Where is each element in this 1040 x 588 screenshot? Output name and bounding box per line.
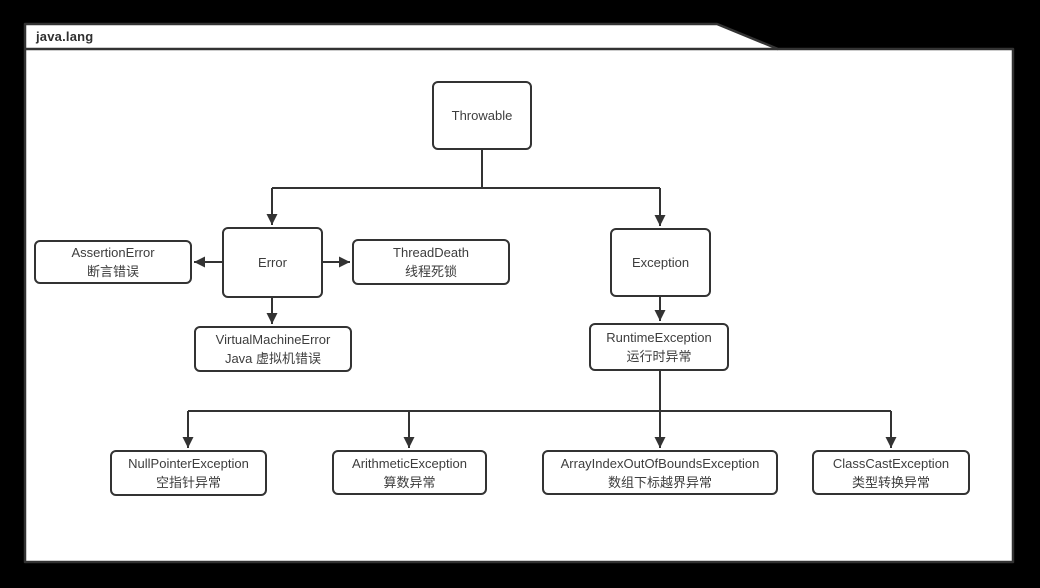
node-virtual-machine-error-sublabel: Java 虚拟机错误 [224, 351, 322, 366]
node-thread-death-sublabel: 线程死锁 [404, 264, 457, 279]
node-virtual-machine-error[interactable]: VirtualMachineError Java 虚拟机错误 [194, 326, 352, 372]
node-assertion-error-label: AssertionError [71, 245, 155, 260]
node-arithmetic-exception-label: ArithmeticException [352, 455, 467, 471]
node-array-index-out-of-bounds-exception-label: ArrayIndexOutOfBoundsException [560, 455, 760, 471]
node-runtime-exception-sublabel: 运行时异常 [626, 349, 692, 364]
node-class-cast-exception-label: ClassCastException [832, 455, 950, 471]
node-exception-label: Exception [631, 255, 690, 270]
node-virtual-machine-error-label: VirtualMachineError [215, 332, 331, 347]
node-arithmetic-exception-sublabel: 算数异常 [383, 474, 436, 490]
node-thread-death[interactable]: ThreadDeath 线程死锁 [352, 239, 510, 285]
node-arithmetic-exception[interactable]: ArithmeticException 算数异常 [332, 450, 487, 495]
node-throwable[interactable]: Throwable [432, 81, 532, 150]
node-error-label: Error [258, 255, 287, 270]
node-assertion-error-sublabel: 断言错误 [86, 264, 139, 279]
node-class-cast-exception[interactable]: ClassCastException 类型转换异常 [812, 450, 970, 495]
node-null-pointer-exception[interactable]: NullPointerException 空指针异常 [110, 450, 267, 496]
node-array-index-out-of-bounds-exception-sublabel: 数组下标越界异常 [607, 474, 712, 490]
node-null-pointer-exception-label: NullPointerException [128, 456, 249, 471]
node-runtime-exception[interactable]: RuntimeException 运行时异常 [589, 323, 729, 371]
node-error[interactable]: Error [222, 227, 323, 298]
node-array-index-out-of-bounds-exception[interactable]: ArrayIndexOutOfBoundsException 数组下标越界异常 [542, 450, 778, 495]
node-class-cast-exception-sublabel: 类型转换异常 [851, 474, 930, 490]
node-assertion-error[interactable]: AssertionError 断言错误 [34, 240, 192, 284]
node-throwable-label: Throwable [451, 108, 513, 123]
package-label: java.lang [36, 29, 94, 44]
node-exception[interactable]: Exception [610, 228, 711, 297]
node-runtime-exception-label: RuntimeException [606, 330, 712, 345]
node-thread-death-label: ThreadDeath [393, 245, 469, 260]
node-null-pointer-exception-sublabel: 空指针异常 [155, 475, 221, 490]
